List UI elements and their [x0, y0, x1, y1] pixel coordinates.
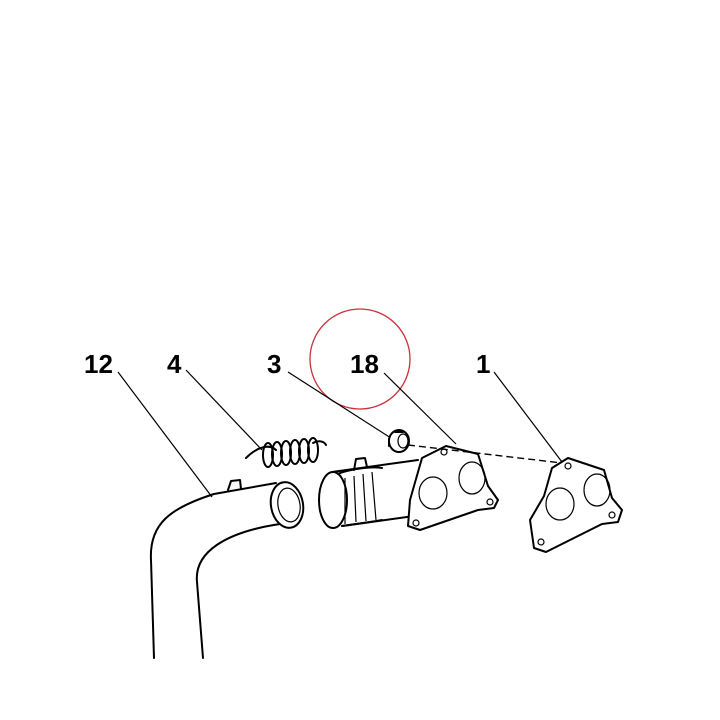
- flange-gasket-part-18: [407, 445, 499, 531]
- callout-label-4: 4: [167, 349, 182, 379]
- alignment-dashed-line: [407, 444, 563, 464]
- leader-line-18: [383, 372, 457, 445]
- leader-line-3: [287, 371, 395, 441]
- callout-label-3: 3: [267, 349, 281, 379]
- callout-label-18: 18: [350, 349, 379, 379]
- leader-line-4: [185, 369, 263, 451]
- spring-part-4: [245, 437, 327, 468]
- pipe-part-12: [149, 479, 305, 659]
- leader-line-12: [117, 371, 213, 498]
- highlight-circle: [309, 308, 411, 410]
- pipe-section-with-clamp: [318, 457, 419, 529]
- leader-line-1: [493, 371, 563, 463]
- callout-label-1: 1: [476, 349, 490, 379]
- callout-label-12: 12: [84, 349, 113, 379]
- gasket-part-1: [529, 457, 623, 553]
- nut-part-3: [388, 429, 410, 453]
